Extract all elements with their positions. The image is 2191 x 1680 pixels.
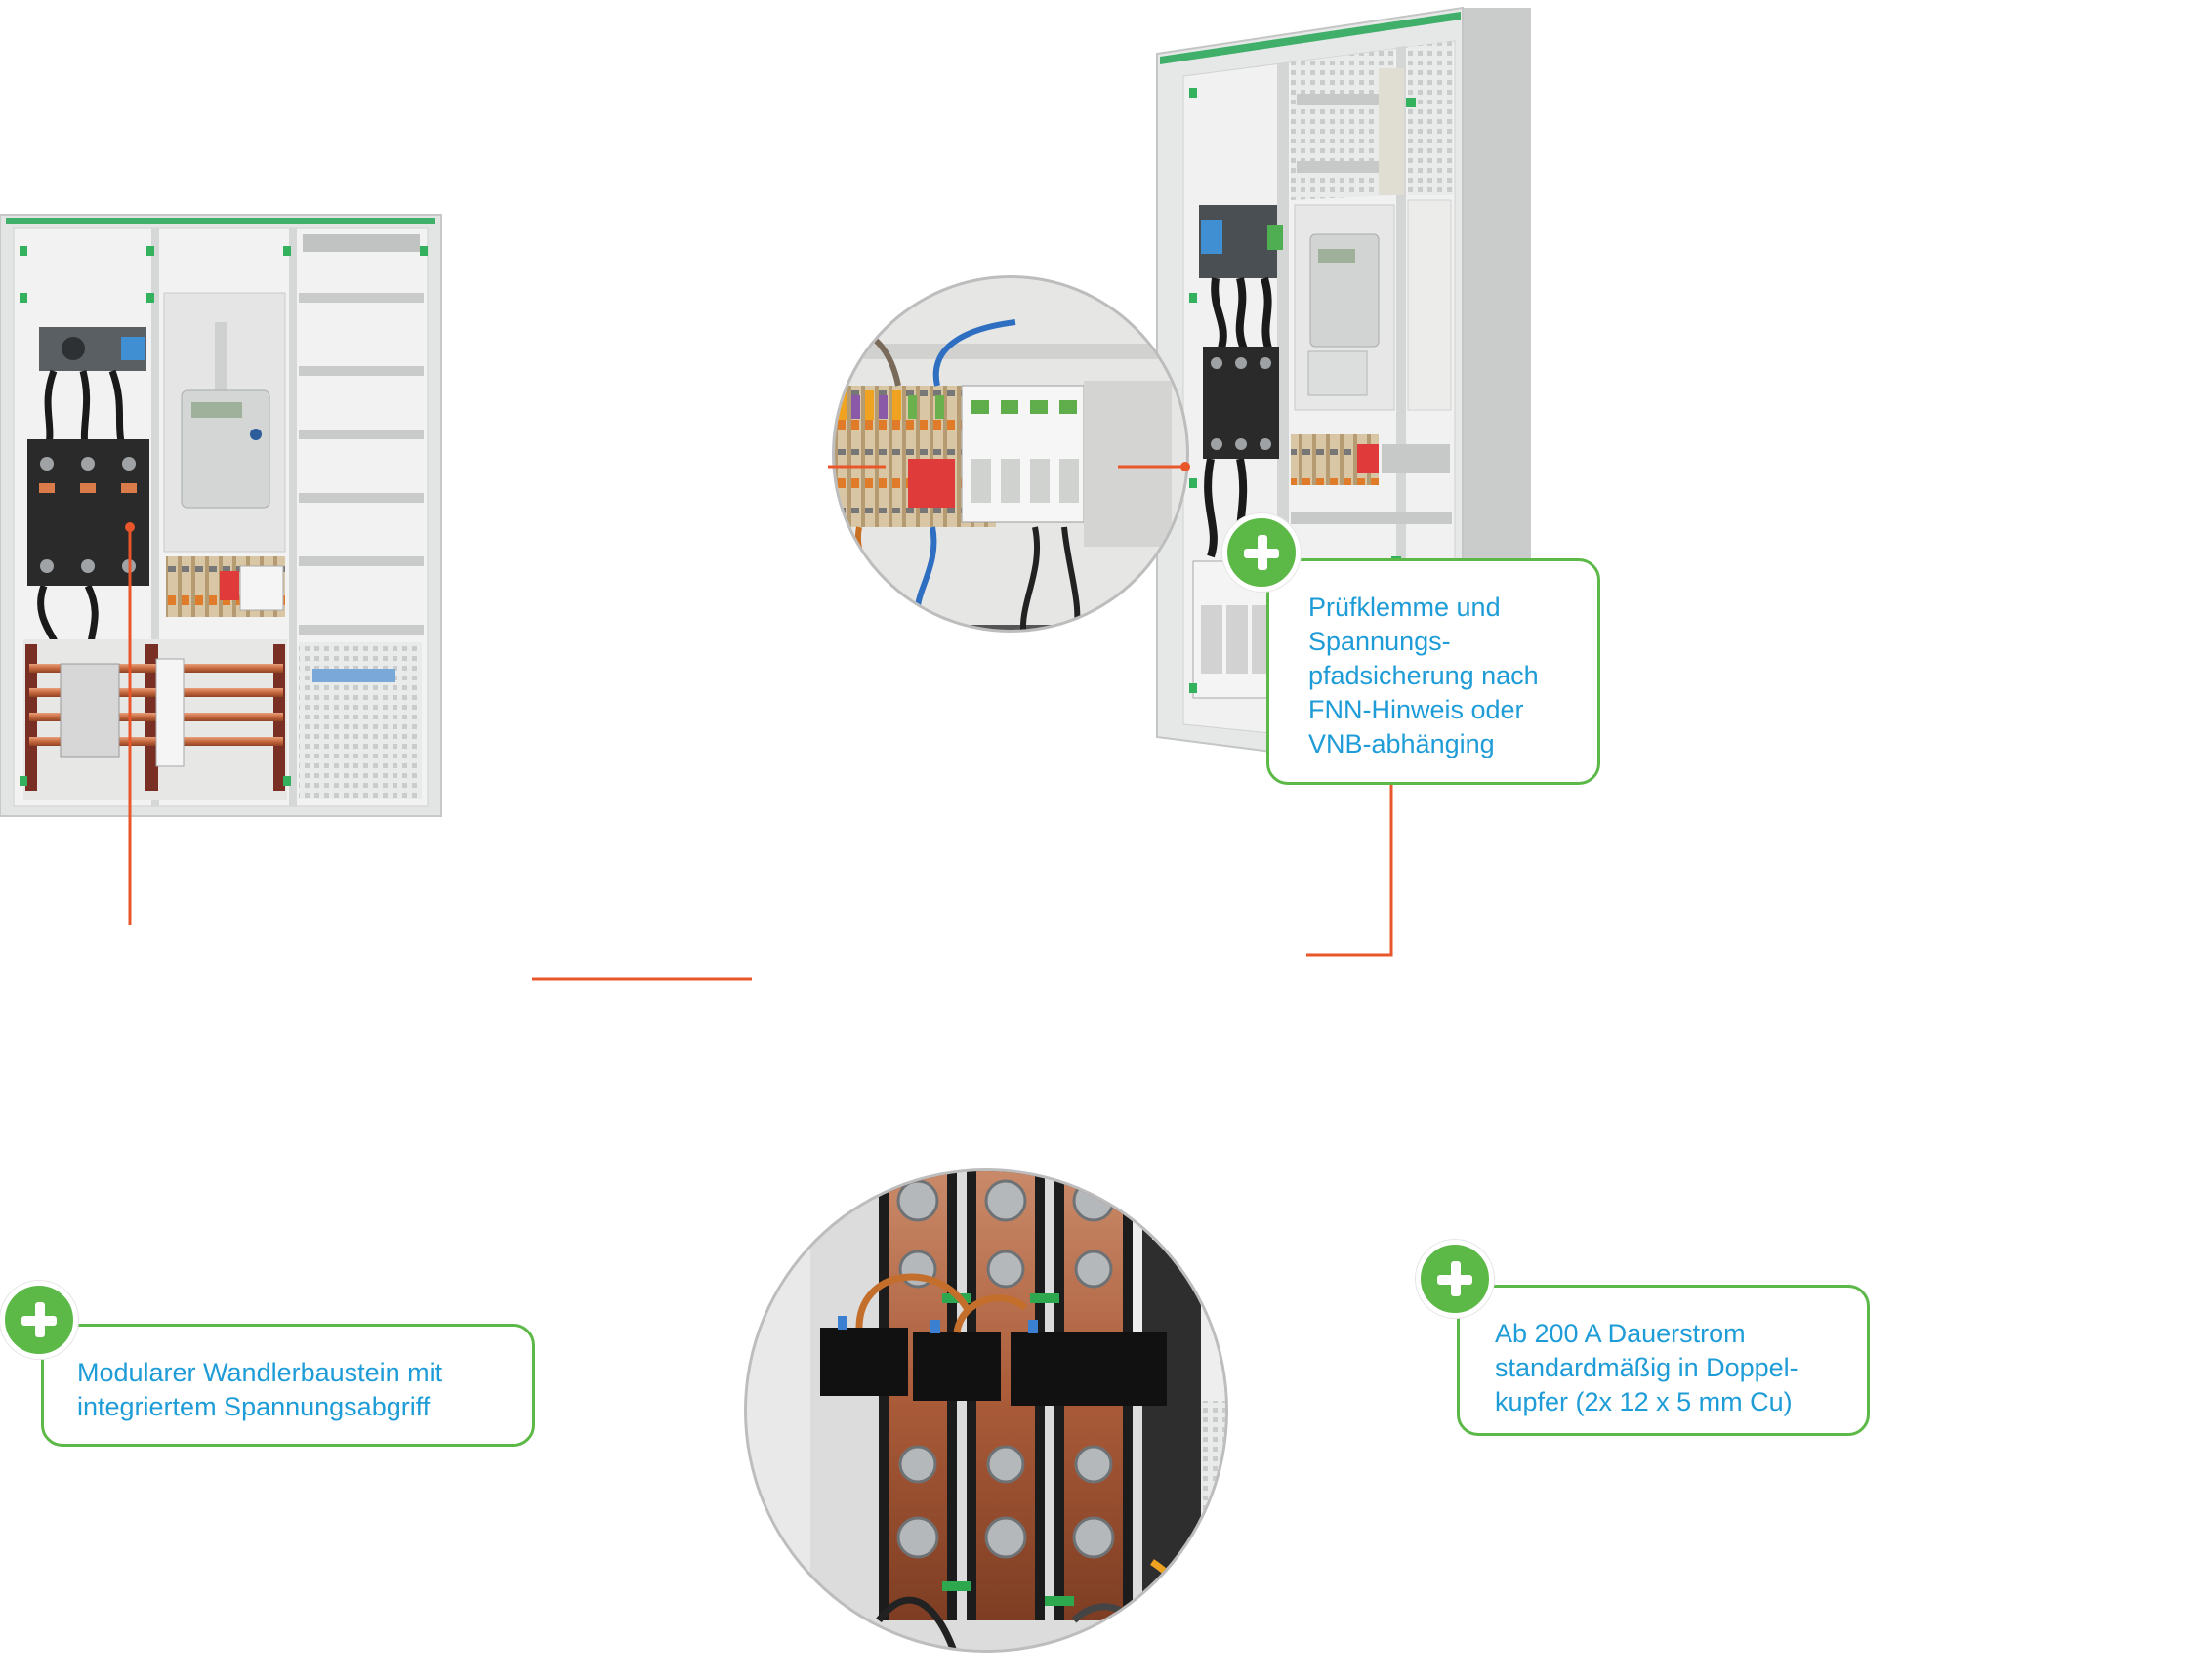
callout-double-copper: Ab 200 A Dauerstrom standardmäßig in Dop… bbox=[1457, 1285, 1870, 1436]
plus-icon bbox=[1222, 513, 1301, 592]
leader-line-copper bbox=[1306, 717, 1393, 957]
callout-transformer-module-text: Modularer Wandlerbaustein mit integriert… bbox=[77, 1358, 443, 1421]
plus-icon bbox=[0, 1281, 78, 1359]
detail-transformer-zoom bbox=[744, 1168, 1228, 1653]
leader-lines bbox=[128, 465, 1393, 981]
callout-test-terminal: Prüfklemme und Spannungs- pfadsicherung … bbox=[1266, 558, 1600, 785]
callout-transformer-module: Modularer Wandlerbaustein mit integriert… bbox=[41, 1324, 535, 1447]
callout-test-terminal-text: Prüfklemme und Spannungs- pfadsicherung … bbox=[1308, 593, 1539, 758]
left-cabinet bbox=[0, 214, 442, 817]
callout-double-copper-text: Ab 200 A Dauerstrom standardmäßig in Dop… bbox=[1495, 1319, 1798, 1416]
plus-icon bbox=[1416, 1240, 1494, 1318]
detail-test-terminal-zoom bbox=[832, 275, 1189, 633]
